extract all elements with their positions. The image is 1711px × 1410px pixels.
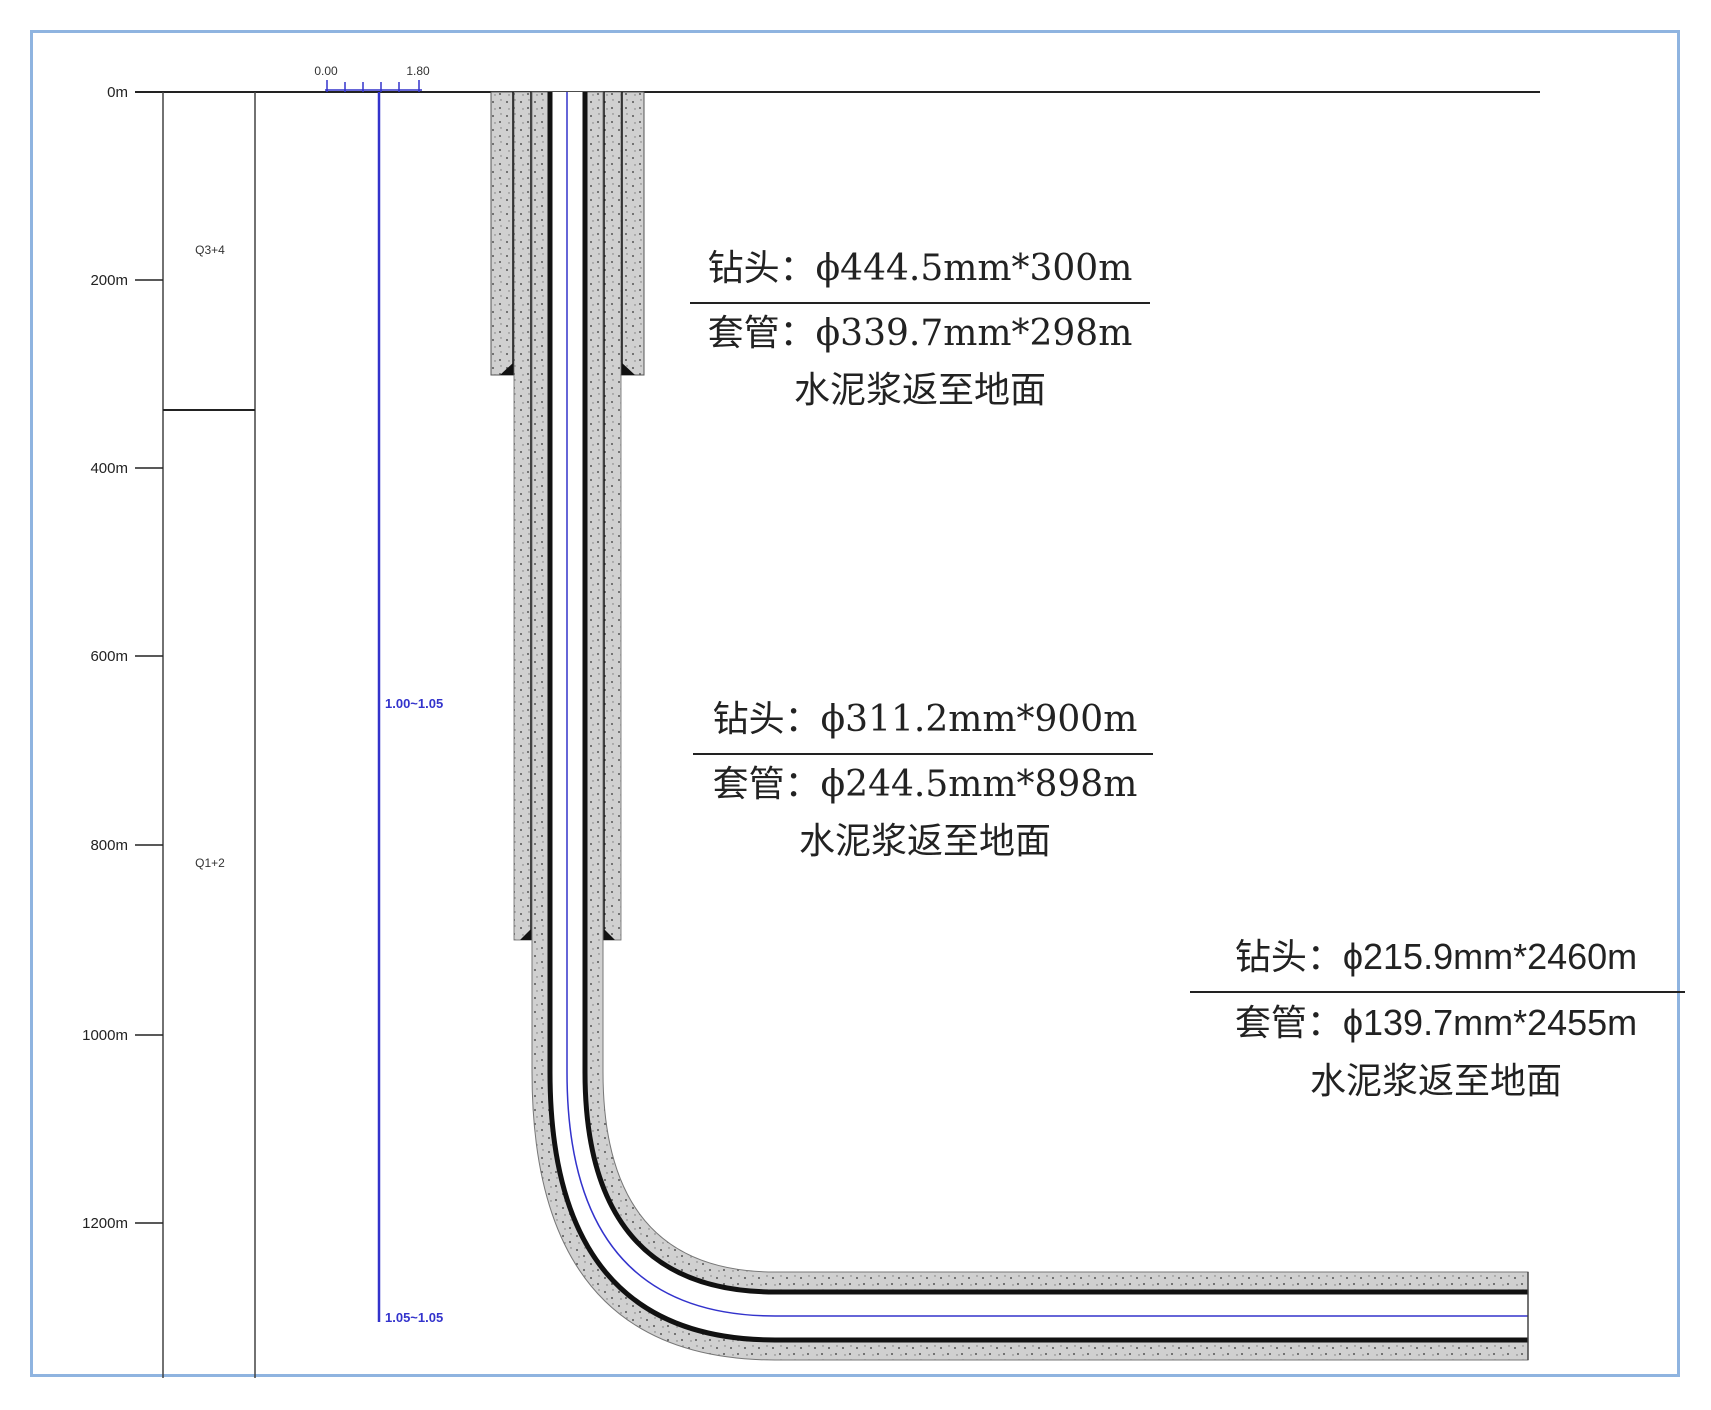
annotation-casing-spec: 套管：ϕ339.7mm*298m — [708, 313, 1133, 354]
annotation-surface: 钻头：ϕ444.5mm*300m 套管：ϕ339.7mm*298m 水泥浆返至地… — [690, 248, 1150, 411]
density-range-upper: 1.00~1.05 — [385, 696, 443, 711]
tubing-string — [566, 92, 1528, 1317]
stratum-label-upper: Q3+4 — [195, 243, 225, 257]
depth-axis: 0m 200m 400m 600m 800m 1000m 1200m Q3+4 … — [82, 84, 256, 1378]
surface-cement-left — [490, 91, 515, 376]
density-scale: 0.00 1.80 1.00~1.05 1.05~1.05 — [314, 64, 443, 1325]
depth-label: 600m — [90, 648, 128, 665]
production-casing-outer — [547, 92, 1528, 1343]
annotation-casing-spec: 套管：ϕ244.5mm*898m — [713, 764, 1138, 805]
annotation-intermediate: 钻头：ϕ311.2mm*900m 套管：ϕ244.5mm*898m 水泥浆返至地… — [693, 699, 1153, 862]
annotation-casing-spec: 套管：ϕ139.7mm*2455m — [1235, 1002, 1637, 1043]
surface-cement-right — [620, 91, 645, 376]
intermediate-casing-shoe-left — [520, 928, 532, 940]
annotation-production: 钻头：ϕ215.9mm*2460m 套管：ϕ139.7mm*2455m 水泥浆返… — [1190, 936, 1685, 1102]
annotation-bit-spec: 钻头：ϕ215.9mm*2460m — [1235, 936, 1637, 977]
intermediate-casing-shoe-right — [603, 928, 615, 940]
surface-casing-shoe-right — [621, 362, 635, 375]
density-scale-max-label: 1.80 — [406, 64, 430, 78]
annotation-bit-spec: 钻头：ϕ311.2mm*900m — [713, 699, 1138, 740]
density-range-lower: 1.05~1.05 — [385, 1310, 443, 1325]
stratum-label-lower: Q1+2 — [195, 856, 225, 870]
annotation-bit-spec: 钻头：ϕ444.5mm*300m — [708, 248, 1133, 289]
annotation-cement-note: 水泥浆返至地面 — [794, 370, 1046, 411]
diagram-frame — [30, 30, 1680, 1377]
depth-label: 400m — [90, 460, 128, 477]
density-scale-min-label: 0.00 — [314, 64, 338, 78]
production-casing-inner — [582, 92, 1528, 1295]
depth-label: 1200m — [82, 1215, 128, 1232]
depth-label: 0m — [107, 84, 128, 101]
surface-casing-shoe-left — [500, 362, 514, 375]
depth-label: 200m — [90, 272, 128, 289]
annotation-cement-note: 水泥浆返至地面 — [799, 821, 1051, 862]
annotation-cement-note: 水泥浆返至地面 — [1310, 1061, 1562, 1102]
depth-label: 800m — [90, 837, 128, 854]
depth-label: 1000m — [82, 1027, 128, 1044]
intermediate-cement-left — [513, 91, 533, 941]
intermediate-cement-right — [602, 91, 622, 941]
production-casing-section — [531, 91, 1529, 1361]
